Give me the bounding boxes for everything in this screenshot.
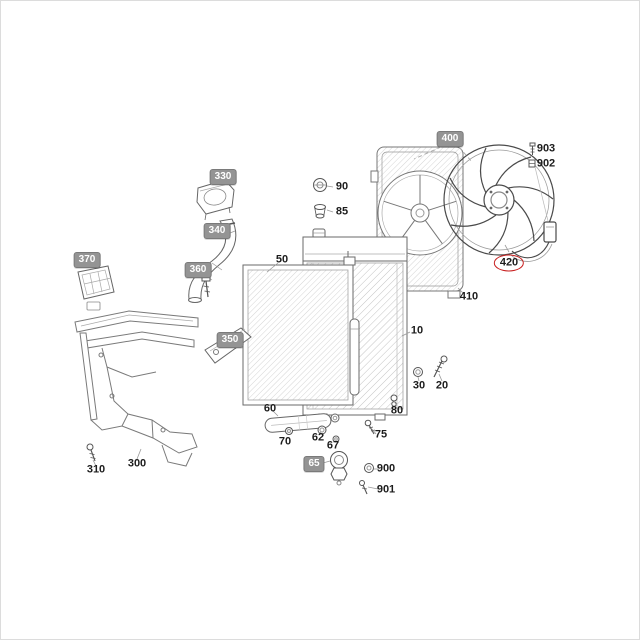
part-label-410: 410 (459, 290, 479, 303)
part-label-30: 30 (412, 379, 426, 392)
part-label-330: 330 (209, 169, 237, 185)
connector-screw-clip-drawing (528, 142, 549, 222)
part-label-85: 85 (335, 205, 349, 218)
radiator-cap-seal-drawing (313, 178, 327, 219)
condenser-drawing (242, 251, 360, 406)
part-label-370: 370 (73, 252, 101, 268)
part-label-420: 420 (493, 254, 525, 272)
air-duct-drawing (196, 179, 235, 221)
part-label-67: 67 (326, 439, 340, 452)
cooling-fan-drawing (443, 144, 557, 262)
part-label-340: 340 (203, 223, 231, 239)
part-label-80: 80 (390, 404, 404, 417)
part-label-900: 900 (376, 462, 396, 475)
sensor-65-drawing (330, 451, 348, 486)
part-label-70: 70 (278, 435, 292, 448)
part-label-20: 20 (435, 379, 449, 392)
part-label-400: 400 (436, 131, 464, 147)
tube-60-drawing (264, 413, 340, 433)
leader-lines-dashed (413, 146, 473, 163)
part-label-90: 90 (335, 180, 349, 193)
part-label-360: 360 (184, 262, 212, 278)
part-label-75: 75 (374, 428, 388, 441)
bracket-370-drawing (77, 265, 115, 311)
small-parts-drawing (285, 355, 448, 495)
screw-310-drawing (86, 443, 96, 462)
part-label-350: 350 (216, 332, 244, 348)
part-label-60: 60 (263, 402, 277, 415)
part-label-310: 310 (86, 463, 106, 476)
part-label-62: 62 (311, 431, 325, 444)
leader-lines (92, 185, 510, 490)
part-label-10: 10 (410, 324, 424, 337)
part-label-50: 50 (275, 253, 289, 266)
part-label-903: 903 (536, 142, 556, 155)
part-label-901: 901 (376, 483, 396, 496)
part-label-65: 65 (303, 456, 325, 472)
front-carrier-drawing (74, 310, 199, 467)
part-label-300: 300 (127, 457, 147, 470)
part-label-902: 902 (536, 157, 556, 170)
